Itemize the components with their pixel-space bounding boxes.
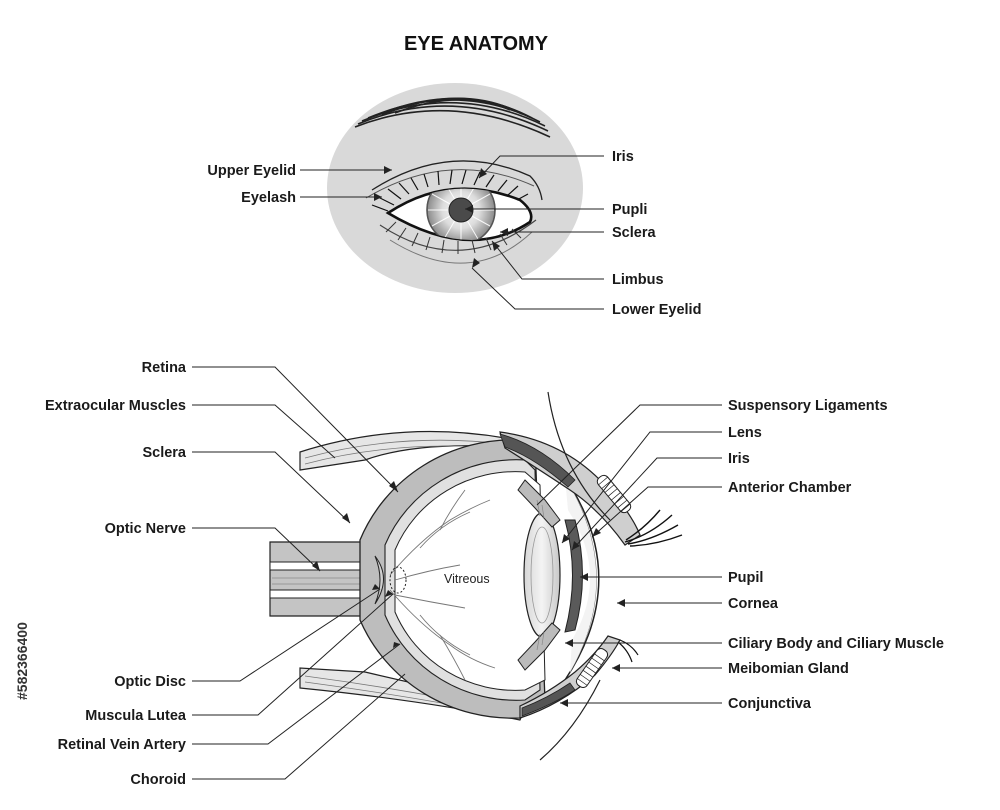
vitreous-chamber — [394, 471, 546, 691]
label-pupil-external: Pupli — [612, 202, 647, 218]
label-limbus: Limbus — [612, 272, 664, 288]
lower-eyelashes — [385, 221, 522, 254]
suspensory-ligament-lines — [536, 499, 545, 651]
label-ciliary-body: Ciliary Body and Ciliary Muscle — [728, 636, 944, 652]
cross-iris — [564, 519, 583, 633]
label-lens: Lens — [728, 425, 762, 441]
label-meibomian-gland: Meibomian Gland — [728, 661, 849, 677]
label-iris-external: Iris — [612, 149, 634, 165]
label-pupil-cross: Pupil — [728, 570, 763, 586]
label-anterior-chamber: Anterior Chamber — [728, 480, 852, 496]
external-arrowheads — [374, 166, 508, 268]
label-vitreous: Vitreous — [444, 572, 490, 586]
label-optic-nerve: Optic Nerve — [105, 521, 186, 537]
external-eye — [327, 83, 583, 293]
label-iris-cross: Iris — [728, 451, 750, 467]
cross-right-leaders — [536, 404, 722, 704]
macula-lutea — [389, 566, 407, 594]
cross-left-leaders — [192, 366, 406, 780]
diagram-title: EYE ANATOMY — [404, 33, 549, 55]
upper-eyelashes — [371, 169, 529, 212]
optic-disc — [374, 555, 384, 605]
retinal-vessels — [389, 489, 496, 681]
label-retina: Retina — [142, 360, 187, 376]
label-sclera-external: Sclera — [612, 225, 656, 241]
label-muscula-lutea: Muscula Lutea — [85, 708, 187, 724]
stock-id: #582366400 — [14, 622, 30, 700]
label-eyelash: Eyelash — [241, 190, 296, 206]
label-upper-eyelid: Upper Eyelid — [207, 163, 296, 179]
cross-right-arrowheads — [560, 528, 625, 707]
cross-left-arrowheads — [312, 481, 400, 648]
label-choroid: Choroid — [130, 772, 186, 788]
label-sclera-cross: Sclera — [142, 445, 186, 461]
external-leaders — [300, 155, 604, 310]
label-lower-eyelid: Lower Eyelid — [612, 302, 701, 318]
label-optic-disc: Optic Disc — [114, 674, 186, 690]
label-retinal-vein-artery: Retinal Vein Artery — [58, 737, 186, 753]
ciliary-body-lower — [517, 622, 561, 671]
label-cornea: Cornea — [728, 596, 779, 612]
lens — [523, 512, 561, 638]
cornea — [559, 469, 600, 681]
label-conjunctiva: Conjunctiva — [728, 696, 812, 712]
eyebrow — [354, 97, 551, 138]
eye-cross-section — [269, 391, 683, 761]
label-extraocular-muscles: Extraocular Muscles — [45, 398, 186, 414]
label-suspensory-ligaments: Suspensory Ligaments — [728, 398, 888, 414]
